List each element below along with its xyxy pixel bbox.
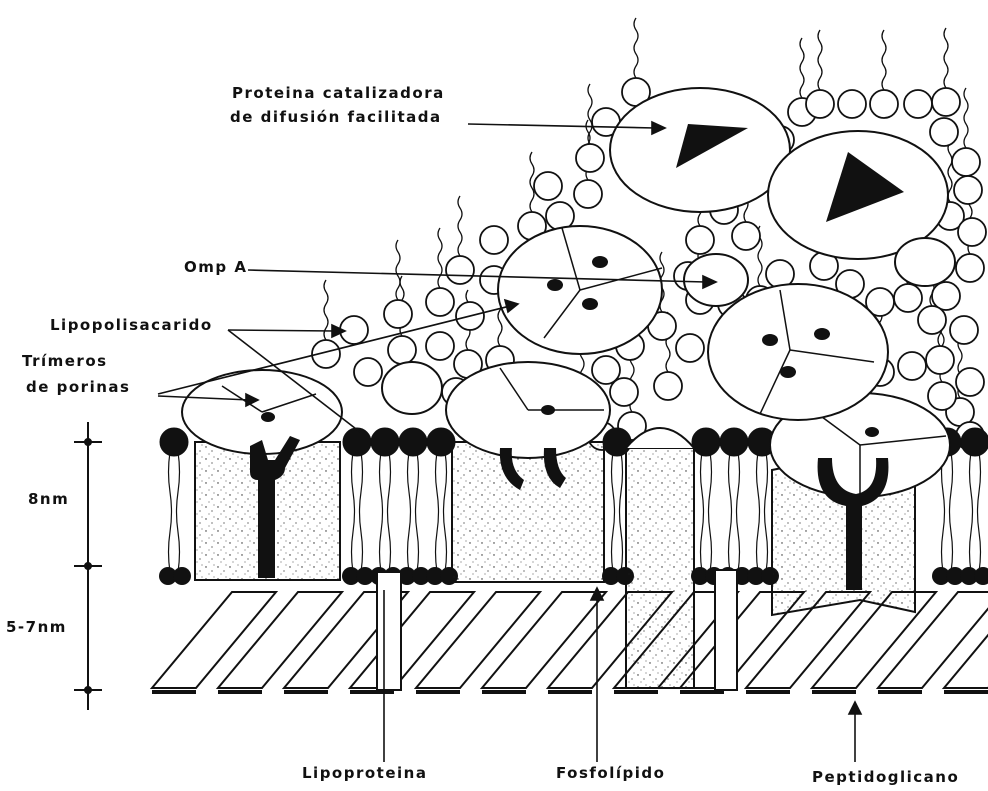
- lps-chain: [458, 196, 462, 256]
- label-proteina-line2: de difusión facilitada: [230, 110, 442, 125]
- lps-unit: [904, 90, 932, 118]
- lps-head: [160, 428, 188, 456]
- lps-unit: [592, 356, 620, 384]
- lps-unit: [894, 284, 922, 312]
- lps-unit: [954, 176, 982, 204]
- label-scale-5-7nm: 5-7nm: [6, 620, 67, 635]
- phospholipid-head: [974, 567, 988, 585]
- lps-unit: [958, 218, 986, 246]
- label-lipopolisacarido: Lipopolisacarido: [50, 318, 213, 333]
- lps-chain: [944, 28, 948, 88]
- lps-unit: [926, 346, 954, 374]
- lps-unit: [426, 288, 454, 316]
- porin-trimer-1: [182, 370, 342, 580]
- lps-unit: [870, 90, 898, 118]
- phospholipid-head: [173, 567, 191, 585]
- label-trimeros-line2: de porinas: [26, 380, 130, 395]
- label-scale-8nm: 8nm: [28, 492, 69, 507]
- lps-unit: [806, 90, 834, 118]
- lps-unit: [918, 306, 946, 334]
- lps-chain: [818, 30, 822, 90]
- lps-unit: [930, 118, 958, 146]
- lps-unit: [932, 88, 960, 116]
- lps-chain: [530, 152, 534, 212]
- lps-head: [692, 428, 720, 456]
- lps-head: [427, 428, 455, 456]
- lps-chain: [800, 38, 804, 98]
- lps-unit: [956, 254, 984, 282]
- upper-trimer-2: [708, 284, 888, 420]
- lps-unit: [574, 180, 602, 208]
- label-ompa: Omp A: [184, 260, 247, 275]
- lps-unit: [576, 144, 604, 172]
- lps-unit: [676, 334, 704, 362]
- lps-chain: [396, 240, 400, 300]
- lps-unit: [686, 226, 714, 254]
- lps-unit: [928, 382, 956, 410]
- lps-chain: [964, 88, 968, 148]
- lps-unit: [732, 222, 760, 250]
- label-proteina-line1: Proteina catalizadora: [232, 86, 445, 101]
- peptidoglycan-layer: [152, 592, 988, 692]
- lps-unit: [480, 226, 508, 254]
- lps-chain: [882, 30, 886, 90]
- lps-unit: [446, 256, 474, 284]
- lps-unit: [426, 332, 454, 360]
- lps-unit: [384, 300, 412, 328]
- lps-head: [961, 428, 988, 456]
- lps-unit: [898, 352, 926, 380]
- diffusion-protein-1: [610, 88, 790, 212]
- lps-unit: [654, 372, 682, 400]
- lps-unit: [388, 336, 416, 364]
- label-lipoproteina: Lipoproteina: [302, 766, 427, 781]
- lps-unit: [950, 316, 978, 344]
- lps-head: [343, 428, 371, 456]
- lps-unit: [534, 172, 562, 200]
- lps-chain: [634, 18, 638, 78]
- porin-trimer-2: [446, 362, 610, 582]
- label-trimeros-line1: Trímeros: [22, 354, 108, 369]
- lps-unit: [956, 368, 984, 396]
- upper-trimer-1: [498, 226, 662, 354]
- ompa-column: [626, 428, 694, 688]
- scale-bar: [74, 422, 102, 710]
- lps-head: [371, 428, 399, 456]
- lps-unit: [952, 148, 980, 176]
- lps-head: [720, 428, 748, 456]
- lps-unit: [354, 358, 382, 386]
- lps-chain: [438, 228, 442, 288]
- porin-trimer-3: [770, 393, 950, 615]
- lps-unit: [838, 90, 866, 118]
- label-fosfolipido: Fosfolípido: [556, 766, 665, 781]
- label-peptidoglicano: Peptidoglicano: [812, 770, 959, 785]
- lps-head: [399, 428, 427, 456]
